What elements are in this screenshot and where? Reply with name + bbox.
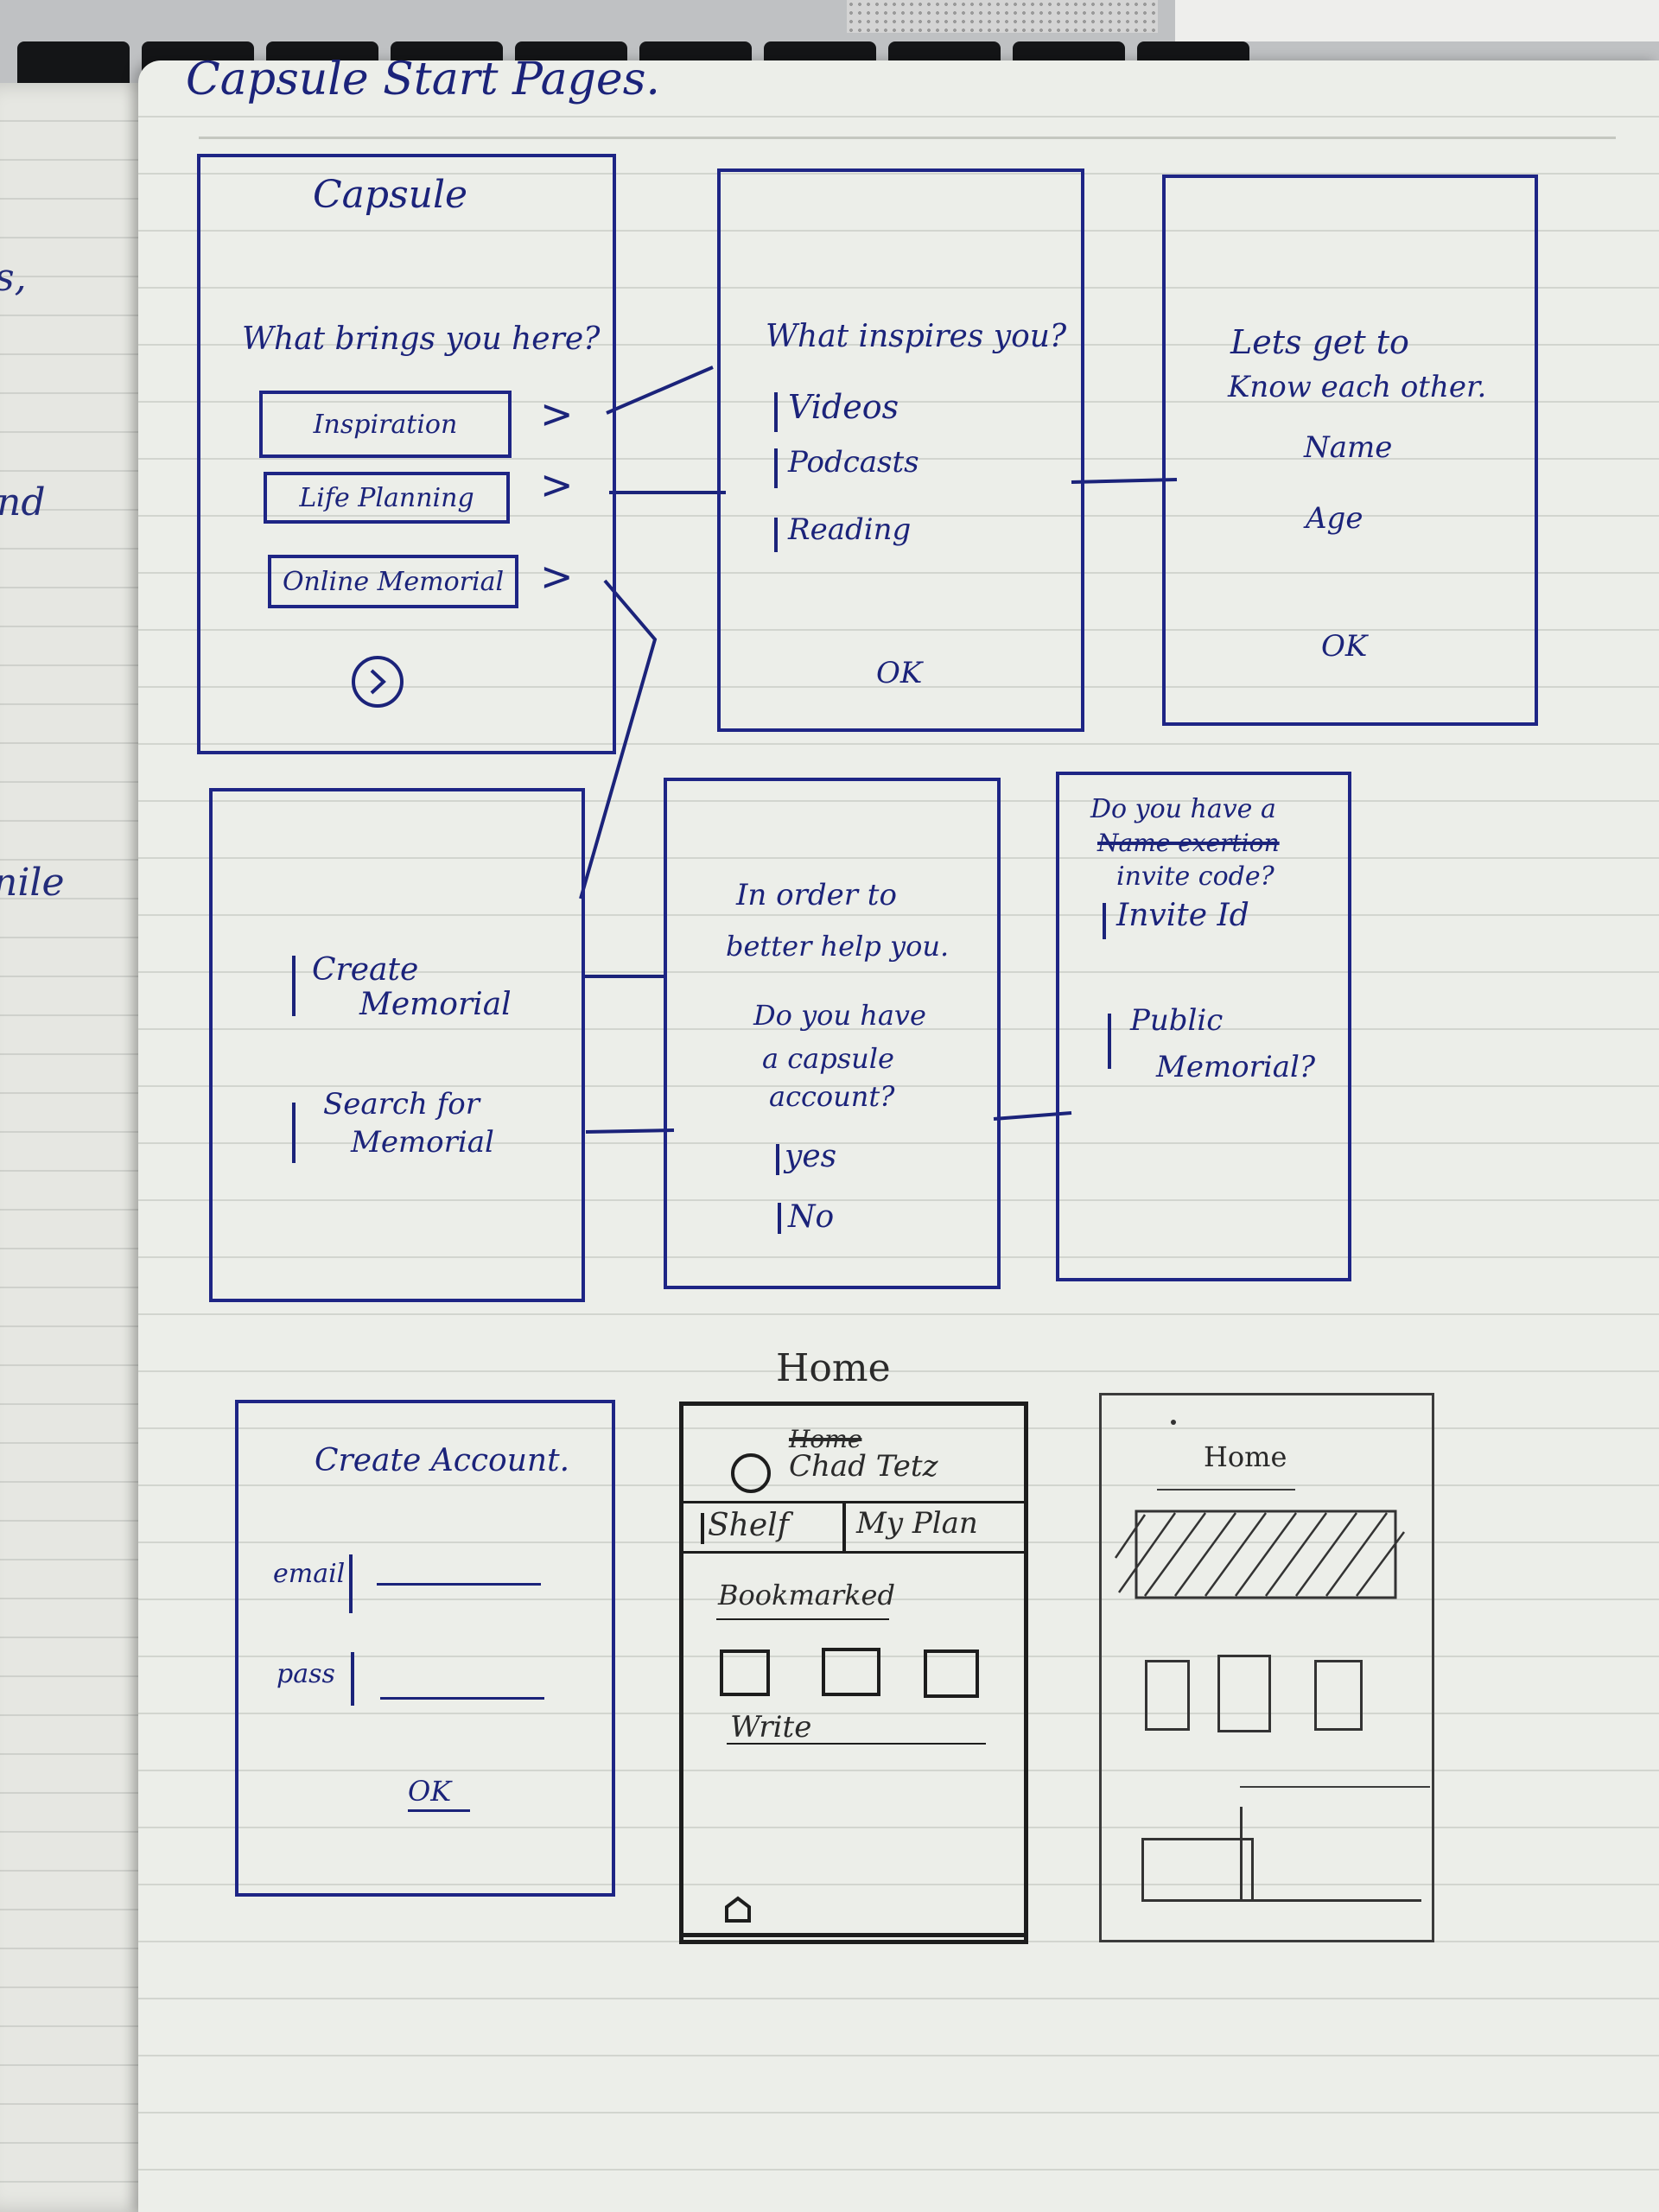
crossed-out-text: Name exertion: [1097, 829, 1280, 857]
hero-image-placeholder: [1114, 1510, 1406, 1599]
crossed-out-text: Home: [789, 1425, 862, 1453]
option-videos[interactable]: Videos: [788, 388, 899, 426]
option-yes[interactable]: yes: [785, 1139, 837, 1174]
screen-account-check: In order to better help you. Do you have…: [664, 778, 1001, 1289]
title-line: Know each other.: [1228, 370, 1487, 404]
option-podcasts[interactable]: Podcasts: [788, 445, 919, 480]
chevron-right-icon[interactable]: >: [540, 461, 574, 508]
invite-id-option[interactable]: Invite Id: [1116, 898, 1249, 933]
home-icon[interactable]: [723, 1895, 753, 1924]
search-memorial-label[interactable]: Memorial: [351, 1125, 494, 1160]
screen-get-to-know: Lets get to Know each other. Name Age OK: [1162, 175, 1538, 726]
speaker-grille: [847, 0, 1158, 33]
bookmarked-heading: Bookmarked: [718, 1579, 895, 1611]
page-heading: Capsule Start Pages.: [186, 54, 660, 105]
age-field[interactable]: Age: [1306, 501, 1363, 536]
chevron-right-icon[interactable]: >: [540, 391, 574, 437]
question-line: account?: [769, 1080, 895, 1113]
ok-button[interactable]: OK: [408, 1775, 452, 1808]
info-line: In order to: [736, 878, 897, 912]
create-memorial-label[interactable]: Memorial: [359, 987, 512, 1022]
paper-note: [1175, 0, 1659, 41]
wireframe-title: Home: [1204, 1440, 1287, 1473]
question-line: invite code?: [1116, 861, 1274, 892]
ok-button[interactable]: OK: [1321, 629, 1368, 664]
footer-block-placeholder: [1240, 1807, 1421, 1902]
screen-memorial: Create Memorial Search for Memorial: [209, 788, 585, 1302]
left-page-fragment: nd: [0, 480, 46, 524]
tab-my-plan[interactable]: My Plan: [856, 1506, 978, 1541]
screen-welcome: Capsule What brings you here?: [197, 154, 616, 754]
question-line: Do you have: [753, 999, 926, 1032]
footer-block-placeholder: [1141, 1838, 1254, 1902]
option-reading[interactable]: Reading: [788, 512, 912, 547]
create-memorial-label[interactable]: Create: [312, 952, 419, 988]
question-line: a capsule: [762, 1042, 894, 1075]
left-notebook-page: s, nd nile: [0, 83, 160, 2212]
question-label: What inspires you?: [766, 319, 1067, 354]
online-memorial-button[interactable]: Online Memorial: [268, 555, 518, 608]
screen-home-wireframe: Home: [1099, 1393, 1434, 1942]
heading-underline: [199, 137, 1616, 139]
write-heading: Write: [730, 1710, 812, 1745]
avatar-icon[interactable]: [728, 1451, 773, 1496]
card-placeholder: [1217, 1655, 1271, 1732]
title-line: Lets get to: [1230, 323, 1409, 361]
notebook-page: [138, 60, 1659, 2212]
screen-home: Home Chad Tetz Shelf My Plan Bookmarked …: [679, 1402, 1028, 1944]
chevron-right-icon[interactable]: >: [540, 553, 574, 600]
life-planning-button[interactable]: Life Planning: [264, 472, 510, 524]
app-title: Capsule: [313, 173, 468, 217]
bookmark-thumbnail[interactable]: [720, 1649, 770, 1696]
public-memorial-option[interactable]: Memorial?: [1156, 1050, 1316, 1084]
search-memorial-label[interactable]: Search for: [323, 1087, 480, 1122]
password-field[interactable]: [380, 1697, 544, 1700]
inspiration-button[interactable]: Inspiration: [259, 391, 512, 458]
screen-invite-code: Do you have a Name exertion invite code?…: [1056, 772, 1351, 1281]
next-arrow-icon[interactable]: [349, 653, 406, 710]
home-caption: Home: [776, 1346, 891, 1390]
question-line: Do you have a: [1090, 794, 1276, 824]
bookmark-thumbnail[interactable]: [822, 1648, 880, 1696]
screen-inspiration: What inspires you? Videos Podcasts Readi…: [717, 168, 1084, 732]
email-label: email: [273, 1559, 346, 1589]
question-label: What brings you here?: [242, 321, 601, 357]
left-page-fragment: s,: [0, 256, 27, 300]
card-placeholder: [1314, 1660, 1363, 1731]
ok-button[interactable]: OK: [876, 656, 923, 690]
pass-label: pass: [276, 1659, 335, 1689]
public-memorial-option[interactable]: Public: [1130, 1003, 1224, 1038]
bookmark-thumbnail[interactable]: [924, 1649, 979, 1698]
left-page-fragment: nile: [0, 861, 65, 905]
email-field[interactable]: [377, 1583, 541, 1586]
tab-shelf[interactable]: Shelf: [708, 1508, 789, 1543]
user-name: Chad Tetz: [789, 1449, 938, 1484]
form-title: Create Account.: [315, 1443, 570, 1478]
option-no[interactable]: No: [788, 1199, 835, 1235]
info-line: better help you.: [726, 930, 950, 963]
screen-create-account: Create Account. email pass OK: [235, 1400, 615, 1897]
name-field[interactable]: Name: [1304, 430, 1393, 465]
card-placeholder: [1145, 1660, 1190, 1731]
